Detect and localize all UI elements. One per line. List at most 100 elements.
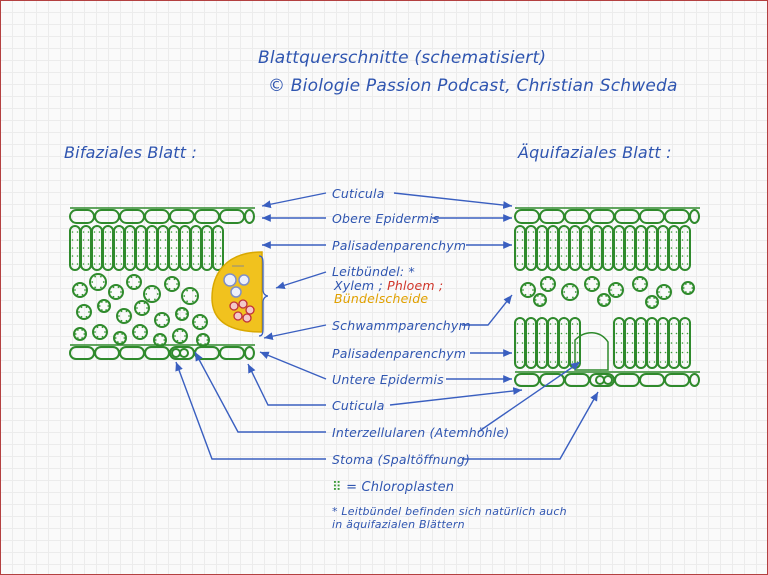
chloroplast <box>192 263 195 265</box>
chloroplast <box>81 284 84 287</box>
chloroplast <box>208 231 211 233</box>
chloroplast <box>534 299 537 301</box>
chloroplast <box>163 323 166 326</box>
chloroplast <box>153 247 156 249</box>
chloroplast <box>159 247 162 249</box>
chloroplast <box>596 283 598 285</box>
epidermis-row <box>69 207 255 224</box>
chloroplast <box>131 239 134 241</box>
chloroplast <box>159 255 162 257</box>
chloroplast <box>642 263 645 265</box>
chloroplast <box>675 351 678 354</box>
chloroplast <box>82 231 85 233</box>
chloroplast <box>571 296 574 299</box>
epidermis-cell <box>69 346 95 360</box>
chloroplast <box>197 255 200 257</box>
epidermis-cell <box>514 373 540 387</box>
chloroplast <box>617 293 620 296</box>
palisade-cell <box>613 225 625 271</box>
chloroplast <box>576 263 579 265</box>
chloroplast <box>184 335 186 337</box>
footnote: * Leitbündel befinden sich natürlich auc… <box>332 505 567 531</box>
chloroplast <box>120 239 123 241</box>
chloroplast <box>96 326 99 329</box>
epidermis-cell <box>219 209 245 224</box>
chloroplast <box>166 283 168 285</box>
chloroplast <box>214 263 217 265</box>
chloroplast <box>593 263 596 265</box>
chloroplast <box>138 302 141 305</box>
chloroplast <box>626 231 629 233</box>
chloroplast <box>176 330 179 333</box>
spongy-cell <box>656 284 672 300</box>
chloroplast <box>181 255 184 257</box>
chloroplast <box>164 263 167 265</box>
chloroplast <box>681 351 684 354</box>
chloroplast <box>631 323 634 325</box>
chloroplast <box>670 247 673 249</box>
chloroplast <box>88 311 90 313</box>
chloroplast <box>93 263 96 265</box>
chloroplast <box>107 305 110 307</box>
chloroplast <box>105 301 108 303</box>
chloroplast <box>126 255 129 257</box>
chloroplast <box>659 342 662 344</box>
chloroplast <box>82 255 85 257</box>
chloroplast <box>131 263 134 265</box>
chloroplast <box>626 239 629 241</box>
chloroplast <box>98 247 101 249</box>
palisade-row <box>514 225 691 271</box>
chloroplast <box>655 301 658 303</box>
label-palisade-top: Palisadenparenchym <box>332 238 467 253</box>
spongy-cell <box>89 273 107 291</box>
chloroplast <box>130 276 133 279</box>
chloroplast <box>664 323 667 325</box>
chloroplast <box>576 239 579 241</box>
chloroplast <box>620 332 623 335</box>
chloroplast <box>615 361 618 363</box>
vascular-bundle <box>211 251 263 333</box>
chloroplast <box>131 231 134 233</box>
chloroplast <box>689 291 692 293</box>
palisade-cell <box>668 225 680 271</box>
chloroplast <box>670 342 673 344</box>
chloroplast <box>109 263 112 265</box>
chloroplast <box>543 351 546 354</box>
footnote-line-1: * Leitbündel befinden sich natürlich auc… <box>332 505 567 518</box>
epidermis-cell <box>194 209 220 224</box>
palisade-cell <box>580 225 592 271</box>
chloroplast <box>521 255 524 257</box>
chloroplast <box>159 231 162 233</box>
chloroplast <box>516 239 519 241</box>
spongy-cell <box>72 282 88 298</box>
chloroplast <box>565 231 568 233</box>
chloroplast <box>112 286 115 289</box>
chloroplast <box>598 231 601 233</box>
chloroplast <box>532 323 535 325</box>
chloroplast <box>82 239 85 241</box>
chloroplast <box>626 247 629 249</box>
epidermis-cell <box>219 346 245 360</box>
chloroplast <box>684 283 687 285</box>
chloroplast <box>87 255 90 257</box>
chloroplast <box>541 303 544 305</box>
chloroplast <box>206 339 209 341</box>
chloroplast <box>137 247 140 249</box>
chloroplast <box>615 255 618 257</box>
chloroplast <box>538 231 541 233</box>
epidermis-cell <box>119 346 145 360</box>
chloroplast <box>168 278 171 281</box>
chloroplast <box>642 247 645 249</box>
chloroplast <box>653 263 656 265</box>
chloroplast <box>675 323 678 325</box>
chloroplast <box>664 351 667 354</box>
chloroplast <box>178 309 181 311</box>
chloroplast <box>76 293 79 296</box>
chloroplast <box>110 291 112 293</box>
chloroplast <box>135 276 138 279</box>
chloroplast <box>620 289 622 291</box>
chloroplast <box>593 255 596 257</box>
chloroplast <box>615 263 618 265</box>
palisade-row <box>514 317 691 369</box>
chloroplast <box>120 291 122 293</box>
